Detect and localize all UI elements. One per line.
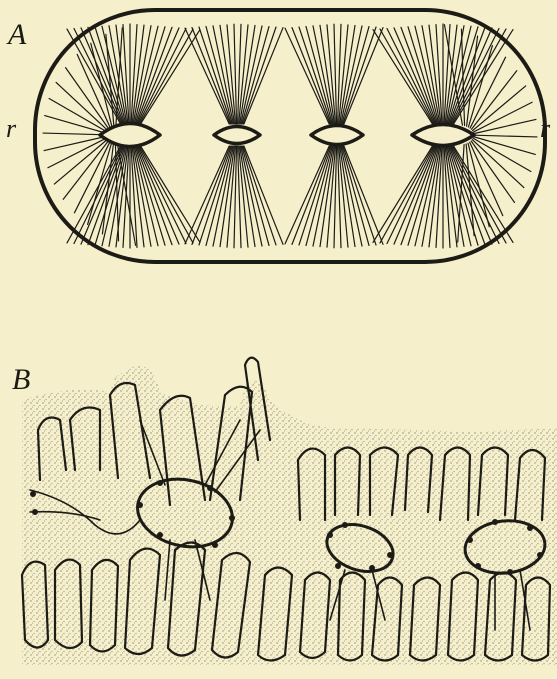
fibre-line (241, 146, 262, 246)
fibre-line (213, 26, 233, 124)
fibre-line (192, 28, 230, 124)
fibre-line (394, 28, 436, 124)
fibre-line (299, 27, 331, 124)
opening-2 (214, 127, 260, 144)
fibre-line (199, 146, 231, 245)
fibre-line (344, 146, 383, 244)
fibre-line (199, 27, 231, 124)
panel-b-label: B (12, 365, 30, 395)
panel-b-drawing (0, 358, 557, 679)
fibre-line (137, 146, 179, 244)
fibre-line (313, 26, 333, 124)
opening-3 (311, 126, 363, 145)
fibre-line (137, 28, 179, 124)
fibre-line (313, 146, 333, 246)
fibre-line (468, 143, 489, 227)
fibre-line (341, 26, 362, 124)
fibre-line (244, 146, 283, 244)
panel-a-left-marker: r (6, 116, 16, 142)
fibre-line (474, 137, 536, 155)
fibre-line (394, 146, 436, 244)
fibre-line (292, 28, 330, 124)
fibre-line (192, 146, 230, 244)
fibre-line (344, 28, 383, 124)
fibre-line (241, 26, 262, 124)
panel-a-right-marker: r (540, 116, 550, 142)
fibre-line (43, 133, 106, 135)
fibre-line (299, 146, 331, 245)
fibre-line (292, 146, 330, 244)
fibre-line (244, 28, 283, 124)
fibre-line (45, 116, 107, 134)
fibre-line (474, 135, 537, 137)
fibre-line (213, 146, 233, 246)
tissue-band (22, 366, 557, 679)
fibre-line (341, 146, 362, 246)
opening-4 (412, 125, 474, 146)
fibre-line (450, 28, 492, 124)
panel-a-openings (100, 124, 474, 147)
panel-a-drawing (35, 10, 545, 262)
panel-a-label: A (8, 20, 26, 50)
